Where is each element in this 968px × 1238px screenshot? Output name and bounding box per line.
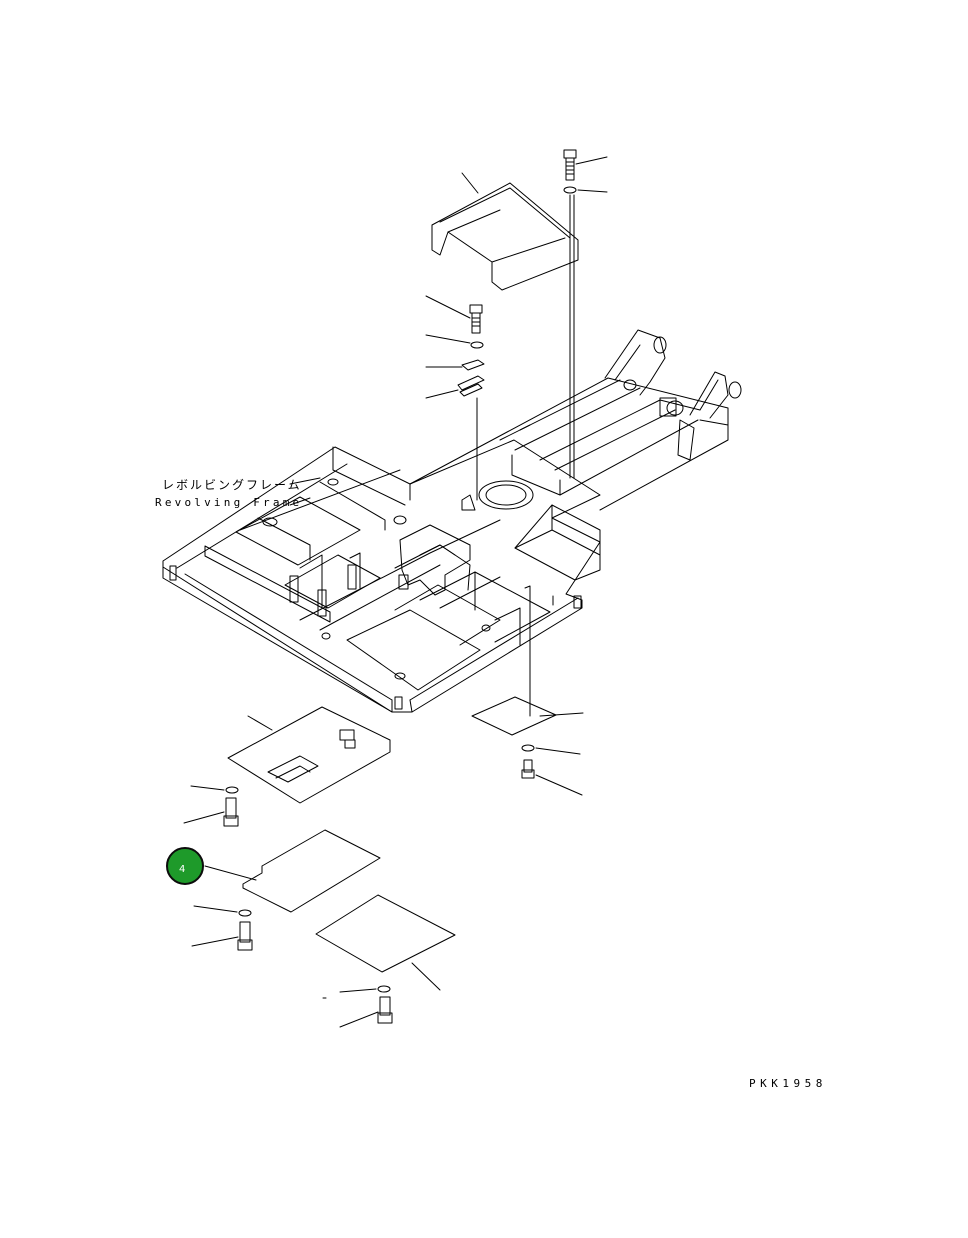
callout-number: 4 bbox=[179, 864, 186, 875]
small-under-cover bbox=[471, 629, 584, 796]
under-cover-1 bbox=[183, 706, 391, 827]
under-cover-3 bbox=[315, 894, 456, 1028]
upper-fasteners bbox=[425, 149, 608, 501]
revolving-frame-leader bbox=[289, 477, 321, 506]
revolving-frame bbox=[162, 439, 601, 713]
revolving-frame-label-en: Revolving Frame bbox=[155, 496, 303, 509]
under-cover-2 bbox=[191, 829, 381, 951]
callout-badge-4[interactable]: 4 bbox=[166, 847, 204, 885]
drawing-code: PKK1958 bbox=[749, 1077, 827, 1090]
turret-boom bbox=[409, 329, 742, 581]
revolving-frame-label-jp: レボルビングフレーム bbox=[162, 478, 302, 492]
top-cover bbox=[431, 172, 579, 291]
